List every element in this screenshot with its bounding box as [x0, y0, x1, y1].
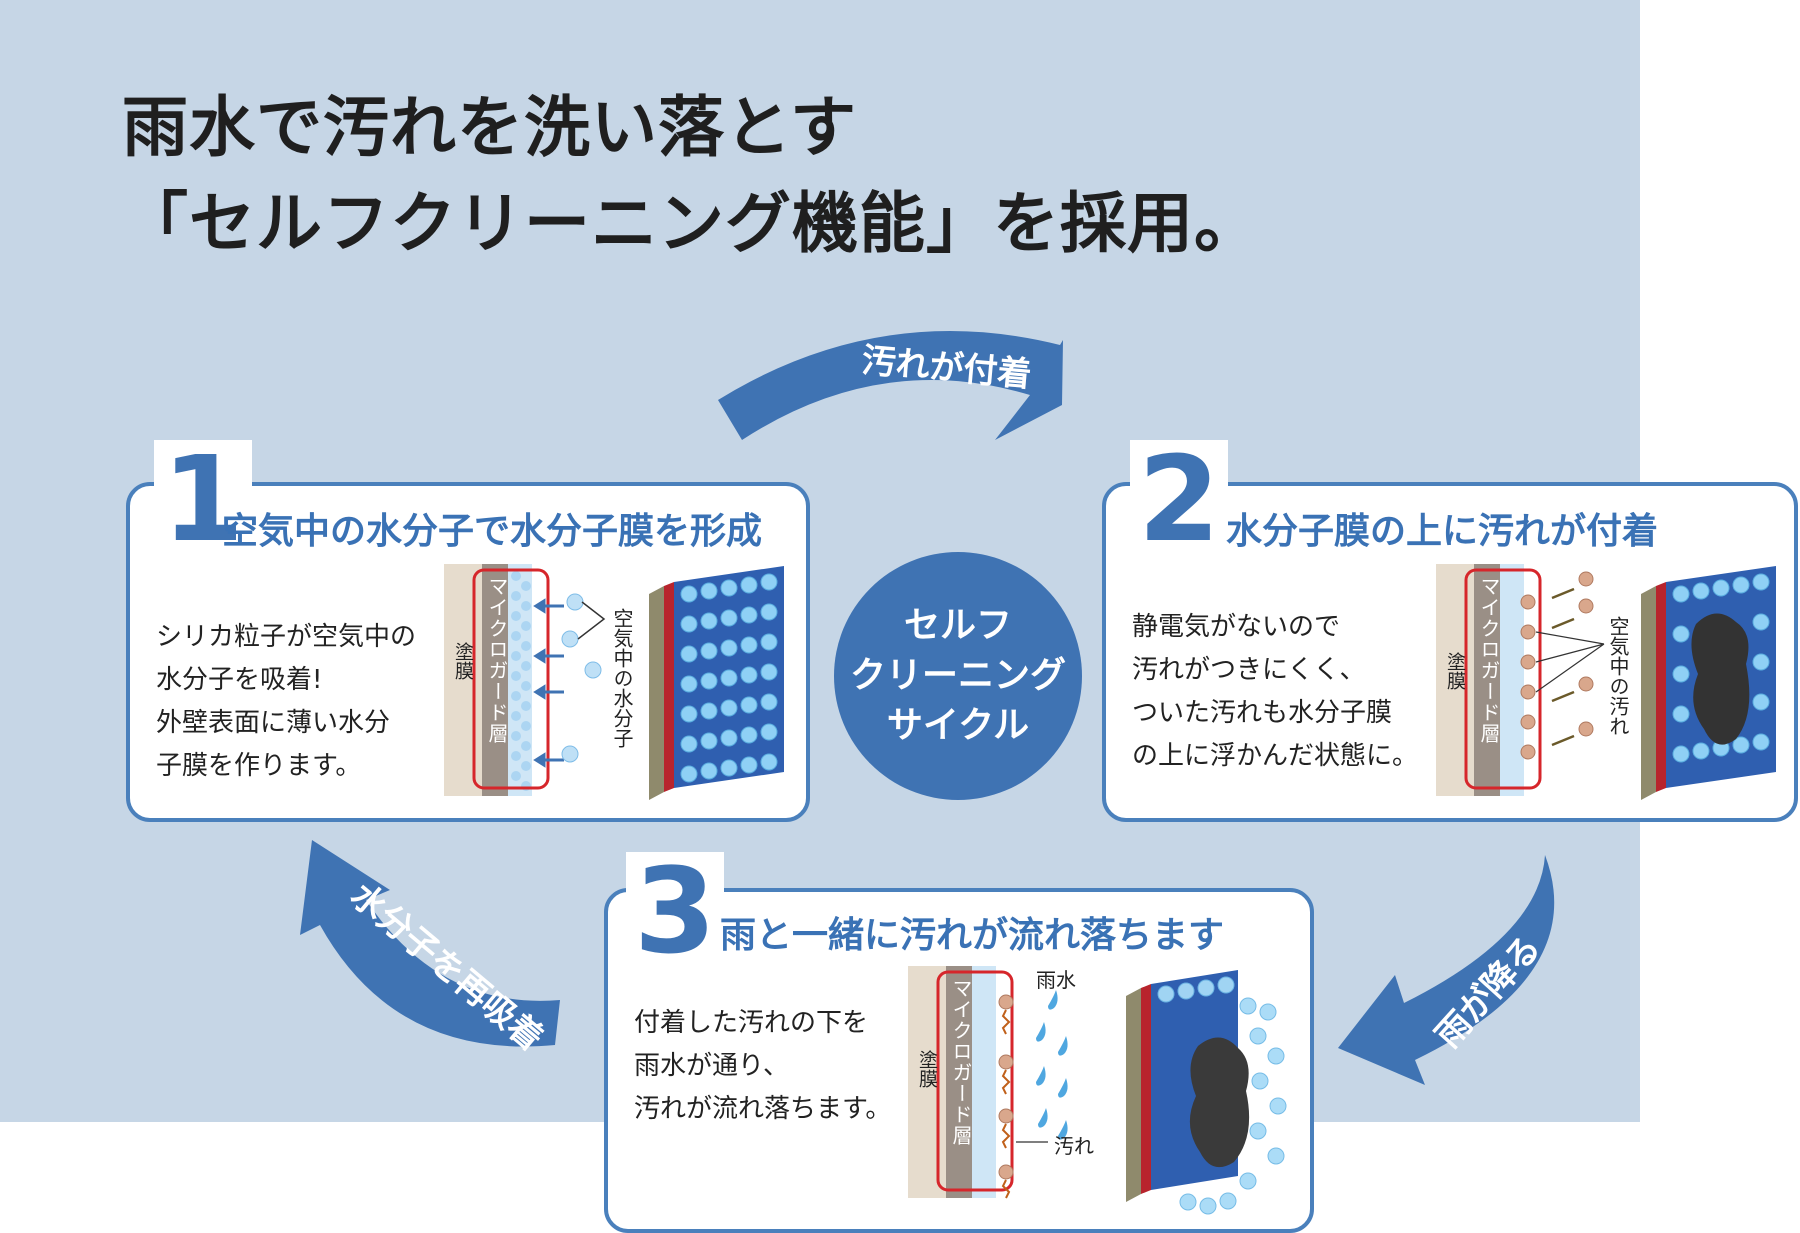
- step-2-desc-line: 静電気がないので: [1132, 612, 1341, 642]
- step-2-title: 水分子膜の上に汚れが付着: [1226, 511, 1659, 552]
- self-cleaning-cycle-badge: セルフ クリーニング サイクル: [834, 552, 1082, 800]
- headline: 雨水で汚れを洗い落とす 「セルフクリーニング機能」を採用。: [122, 80, 1261, 272]
- step-card-2: 静電気がないので 汚れがつきにくく、 ついた汚れも水分子膜 の上に浮かんだ状態に…: [1102, 482, 1798, 822]
- step-3-layer-graphic: [908, 966, 1287, 1215]
- step-1-title: 空気中の水分子で水分子膜を形成: [222, 511, 763, 552]
- arrow-right: [1338, 855, 1555, 1085]
- step-1-layer-diagram: 塗膜 マイクロガード層 空気中の水分子: [444, 564, 800, 804]
- arrow-top: [718, 331, 1063, 440]
- step-2-side-label: 空気中の汚れ: [1606, 616, 1630, 736]
- step-3-film-label: 塗膜: [916, 1050, 938, 1088]
- headline-line-1: 雨水で汚れを洗い落とす: [122, 89, 858, 166]
- step-1-desc-line: シリカ粒子が空気中の: [156, 622, 417, 652]
- center-line-3: サイクル: [886, 705, 1030, 746]
- step-2-film-label: 塗膜: [1444, 652, 1466, 690]
- step-3-number: 3: [626, 852, 725, 970]
- arrow-left: [300, 840, 560, 1047]
- step-2-description: 静電気がないので 汚れがつきにくく、 ついた汚れも水分子膜 の上に浮かんだ状態に…: [1132, 606, 1418, 778]
- step-3-description: 付着した汚れの下を 雨水が通り、 汚れが流れ落ちます。: [634, 1002, 891, 1131]
- headline-line-2: 「セルフクリーニング機能」を採用。: [122, 185, 1261, 262]
- step-3-rain-label: 雨水: [1036, 968, 1076, 992]
- step-2-layer-diagram: 塗膜 マイクロガード層 空気中の汚れ: [1436, 564, 1792, 804]
- step-3-desc-line: 付着した汚れの下を: [634, 1008, 869, 1038]
- step-2-number: 2: [1130, 440, 1229, 558]
- step-2-layer-label: マイクロガード層: [1477, 576, 1501, 744]
- step-2-desc-line: 汚れがつきにくく、: [1132, 655, 1366, 685]
- step-3-dirt-label: 汚れ: [1054, 1134, 1094, 1158]
- step-2-desc-line: の上に浮かんだ状態に。: [1132, 741, 1419, 771]
- step-1-layer-graphic: [444, 564, 784, 800]
- step-1-side-label: 空気中の水分子: [610, 608, 634, 748]
- step-3-layer-label: マイクロガード層: [949, 978, 973, 1146]
- step-1-layer-label: マイクロガード層: [485, 576, 509, 744]
- step-3-desc-line: 汚れが流れ落ちます。: [634, 1094, 892, 1124]
- center-line-1: セルフ: [903, 605, 1012, 646]
- step-3-desc-line: 雨水が通り、: [634, 1051, 789, 1081]
- step-2-desc-line: ついた汚れも水分子膜: [1132, 698, 1393, 728]
- step-3-title: 雨と一緒に汚れが流れ落ちます: [720, 915, 1225, 956]
- step-1-desc-line: 子膜を作ります。: [156, 751, 362, 781]
- step-1-desc-line: 外壁表面に薄い水分: [156, 708, 391, 738]
- step-3-layer-diagram: 塗膜 マイクロガード層 雨水 汚れ: [908, 966, 1308, 1216]
- step-1-description: シリカ粒子が空気中の 水分子を吸着! 外壁表面に薄い水分 子膜を作ります。: [156, 616, 416, 788]
- step-1-film-label: 塗膜: [452, 642, 474, 680]
- step-1-desc-line: 水分子を吸着!: [156, 665, 323, 695]
- step-2-layer-graphic: [1436, 564, 1776, 800]
- center-line-2: クリーニング: [849, 655, 1066, 696]
- step-card-3: 付着した汚れの下を 雨水が通り、 汚れが流れ落ちます。: [604, 888, 1314, 1233]
- step-card-1: シリカ粒子が空気中の 水分子を吸着! 外壁表面に薄い水分 子膜を作ります。: [126, 482, 810, 822]
- step-1-number: 1: [154, 440, 253, 558]
